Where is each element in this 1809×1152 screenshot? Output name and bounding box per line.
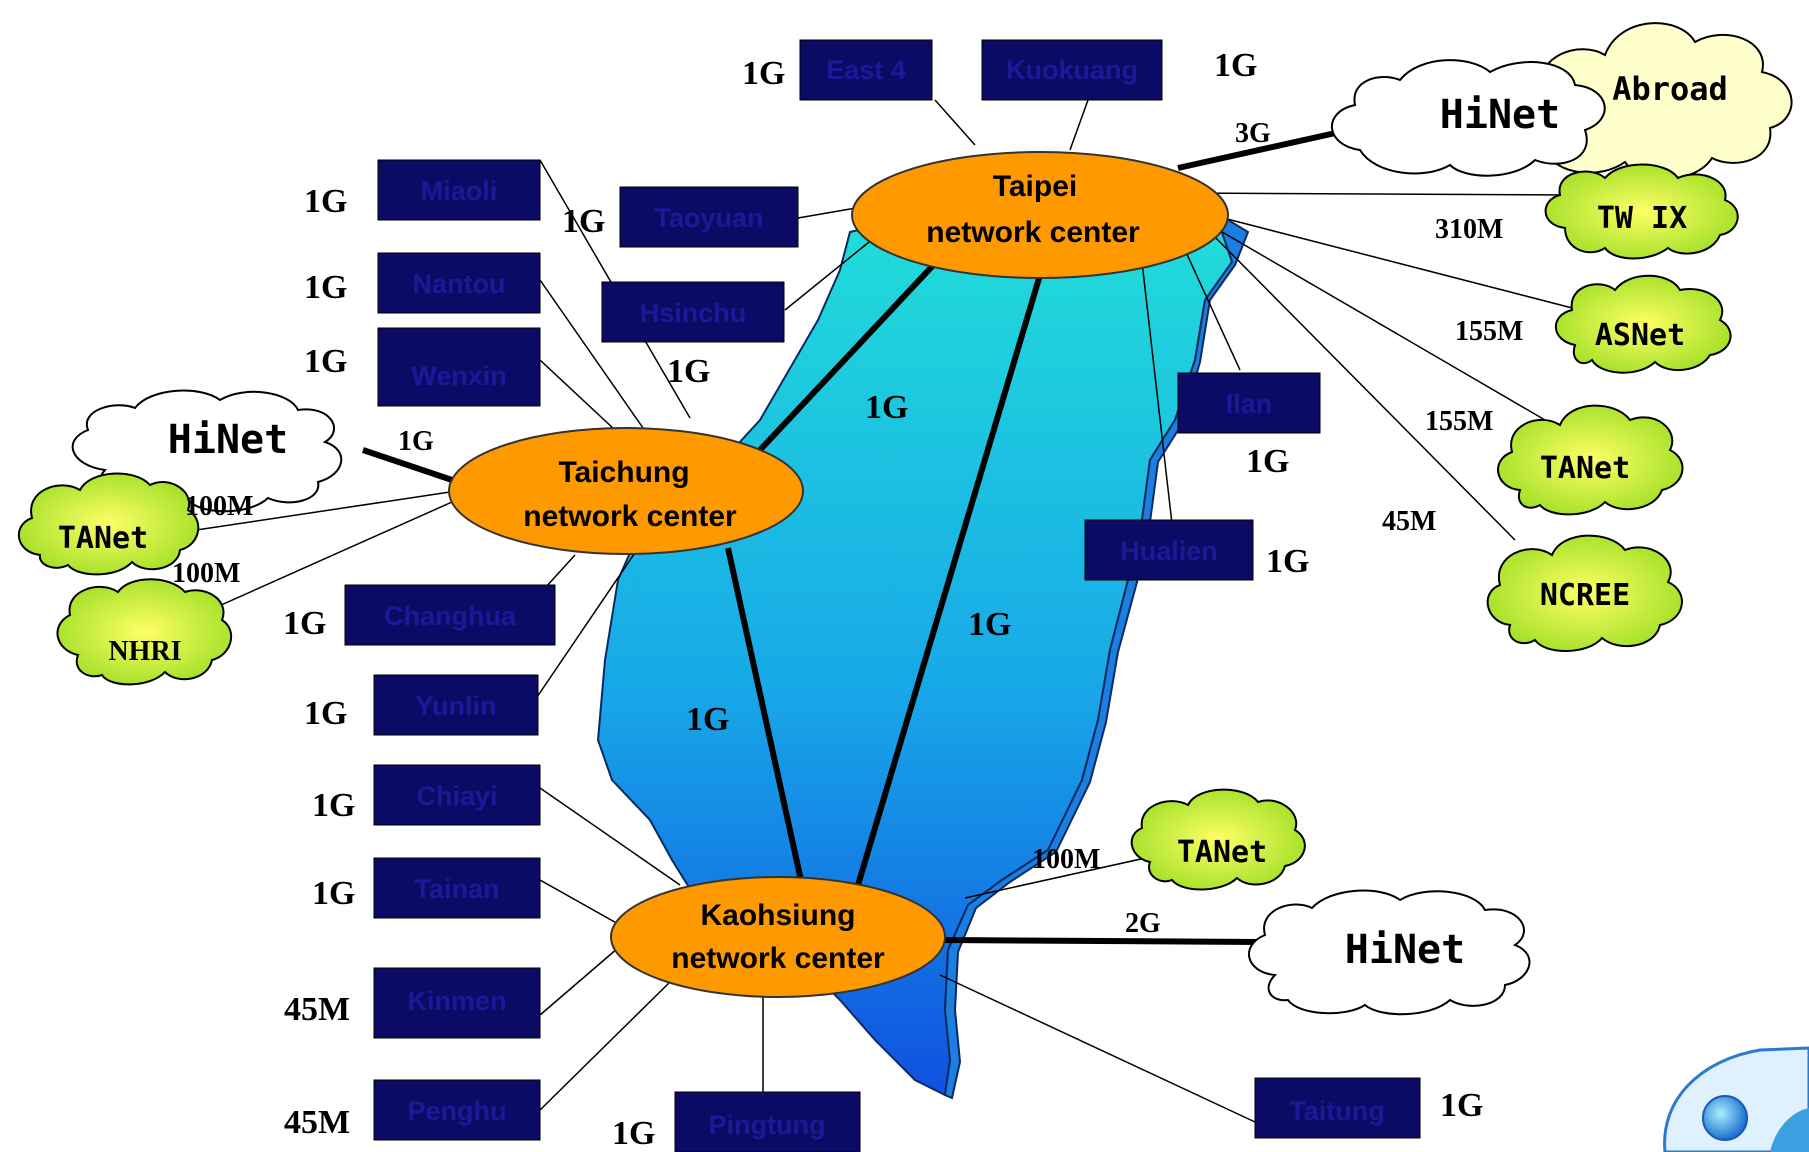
cloud-tanet-central: TANet 100M — [17, 472, 253, 576]
site-bw: 45M — [284, 1104, 350, 1141]
cloud-label: TANet — [58, 521, 148, 556]
site-label: Wenxin — [411, 361, 507, 391]
site-label: Taoyuan — [654, 203, 763, 233]
site-bw: 1G — [1440, 1087, 1483, 1124]
cloud-bw: 45M — [1382, 506, 1436, 537]
site-yunlin: Yunlin 1G — [304, 674, 539, 736]
site-label: Taitung — [1289, 1096, 1384, 1126]
site-label: Hualien — [1120, 536, 1218, 566]
cloud-label: HiNet — [1440, 92, 1560, 138]
site-bw: 45M — [284, 991, 350, 1028]
center-title: Kaohsiung — [701, 899, 856, 932]
cloud-bw: 3G — [1235, 118, 1271, 149]
site-hualien: Hualien 1G — [1084, 519, 1309, 581]
site-pingtung: Pingtung 1G — [612, 1091, 861, 1152]
cloud-twix: TW IX 310M — [1435, 163, 1739, 260]
site-bw: 1G — [304, 343, 347, 380]
cloud-label: TANet — [1177, 835, 1267, 870]
cloud-label: Abroad — [1612, 70, 1728, 108]
center-subtitle: network center — [671, 942, 885, 975]
center-title: Taipei — [993, 170, 1077, 203]
cloud-label: TANet — [1540, 451, 1630, 486]
site-nantou: Nantou 1G — [304, 252, 541, 314]
center-taipei: Taipei network center — [851, 151, 1229, 279]
site-label: Penghu — [408, 1096, 507, 1126]
site-hsinchu: Hsinchu 1G — [601, 281, 785, 390]
site-bw: 1G — [612, 1115, 655, 1152]
cloud-tanet-south: TANet 100M — [1032, 788, 1306, 891]
site-label: Nantou — [413, 269, 506, 299]
center-subtitle: network center — [523, 500, 737, 533]
site-kinmen: Kinmen 45M — [284, 967, 541, 1039]
site-bw: 1G — [304, 695, 347, 732]
bw-taipei-taichung: 1G — [865, 389, 908, 426]
site-penghu: Penghu 45M — [284, 1079, 541, 1141]
site-label: Kinmen — [407, 986, 506, 1016]
site-label: Tainan — [414, 874, 499, 904]
site-east4: East 4 1G — [742, 39, 933, 101]
cloud-bw: 100M — [1032, 844, 1100, 875]
site-taitung: Taitung 1G — [1254, 1077, 1483, 1139]
site-bw: 1G — [742, 55, 785, 92]
site-taoyuan: Taoyuan 1G — [562, 186, 799, 248]
cloud-label: HiNet — [1345, 927, 1465, 973]
cloud-bw: 100M — [172, 558, 240, 589]
cloud-bw: 1G — [398, 426, 434, 457]
cloud-label: NCREE — [1540, 578, 1630, 613]
center-taichung: Taichung network center — [448, 427, 804, 555]
access-links — [182, 99, 1581, 1123]
site-miaoli: Miaoli 1G — [304, 159, 541, 221]
bw-taichung-kaohsiung: 1G — [686, 701, 729, 738]
cloud-bw: 155M — [1425, 406, 1493, 437]
site-bw: 1G — [312, 787, 355, 824]
cloud-hinet-south: HiNet 2G — [1125, 889, 1531, 1016]
site-chiayi: Chiayi 1G — [312, 764, 541, 826]
cloud-bw: 310M — [1435, 214, 1503, 245]
cloud-bw: 155M — [1455, 316, 1523, 347]
cloud-nhri: NHRI 100M — [56, 558, 240, 686]
site-bw: 1G — [667, 353, 710, 390]
cloud-tanet-north: TANet 155M — [1425, 404, 1684, 516]
site-bw: 1G — [1246, 443, 1289, 480]
site-label: East 4 — [826, 55, 906, 85]
site-bw: 1G — [312, 875, 355, 912]
site-label: Changhua — [384, 601, 517, 631]
site-changhua: Changhua 1G — [283, 584, 556, 646]
cloud-hinet-north: HiNet 3G — [1235, 59, 1606, 177]
site-label: Ilan — [1226, 389, 1273, 419]
bw-taipei-kaohsiung: 1G — [968, 606, 1011, 643]
globe-logo-icon — [1663, 1046, 1809, 1152]
cloud-bw: 2G — [1125, 908, 1161, 939]
site-label: Yunlin — [416, 691, 497, 721]
center-subtitle: network center — [926, 216, 1140, 249]
site-kuokuang: Kuokuang 1G — [981, 39, 1257, 101]
cloud-label: TW IX — [1597, 201, 1687, 236]
backbone-links — [362, 129, 1341, 945]
cloud-ncree: NCREE 45M — [1382, 506, 1683, 652]
cloud-label: NHRI — [108, 636, 181, 667]
cloud-bw: 100M — [185, 491, 253, 522]
site-tainan: Tainan 1G — [312, 857, 541, 919]
site-bw: 1G — [304, 269, 347, 306]
site-bw: 1G — [283, 605, 326, 642]
site-label: Hsinchu — [640, 298, 747, 328]
center-title: Taichung — [558, 456, 689, 489]
site-ilan: Ilan 1G — [1177, 372, 1321, 480]
cloud-label: ASNet — [1595, 318, 1685, 353]
site-bw: 1G — [1266, 543, 1309, 580]
site-bw: 1G — [304, 183, 347, 220]
site-label: Miaoli — [421, 176, 498, 206]
site-bw: 1G — [562, 203, 605, 240]
cloud-asnet: ASNet 155M — [1455, 274, 1732, 374]
cloud-label: HiNet — [168, 417, 288, 463]
site-bw: 1G — [1214, 47, 1257, 84]
site-label: Chiayi — [416, 781, 497, 811]
site-label: Pingtung — [709, 1110, 826, 1140]
site-label: Kuokuang — [1006, 55, 1138, 85]
center-kaohsiung: Kaohsiung network center — [610, 876, 946, 998]
site-wenxin: Wenxin 1G — [304, 327, 541, 407]
